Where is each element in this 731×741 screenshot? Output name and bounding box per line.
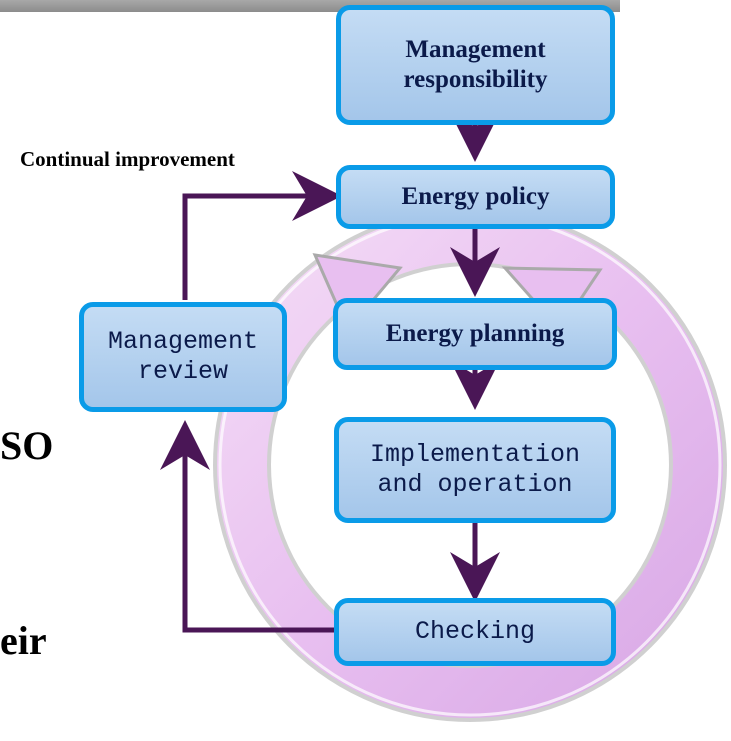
arrow-checking-to-review	[160, 420, 335, 633]
management-review-label: Management review	[107, 327, 259, 386]
energy-planning-label: Energy planning	[385, 320, 565, 347]
arrow-review-to-policy	[182, 171, 342, 300]
continual-improvement-label: Continual improvement	[20, 147, 235, 171]
implementation-operation-label: Implementation and operation	[369, 440, 581, 499]
management-responsibility-box: Management responsibility	[336, 5, 615, 125]
implementation-operation-box: Implementation and operation	[334, 417, 616, 523]
energy-planning-box: Energy planning	[333, 298, 617, 370]
management-responsibility-label: Management responsibility	[403, 36, 548, 93]
checking-label: Checking	[414, 617, 536, 646]
energy-policy-box: Energy policy	[336, 165, 615, 229]
connector-arrows	[160, 112, 500, 633]
energy-policy-label: Energy policy	[401, 183, 550, 210]
checking-box: Checking	[334, 598, 616, 666]
background-text-fragment-eir: eir	[0, 618, 47, 663]
management-review-box: Management review	[79, 302, 287, 412]
background-text-fragment-so: SO	[0, 423, 54, 468]
